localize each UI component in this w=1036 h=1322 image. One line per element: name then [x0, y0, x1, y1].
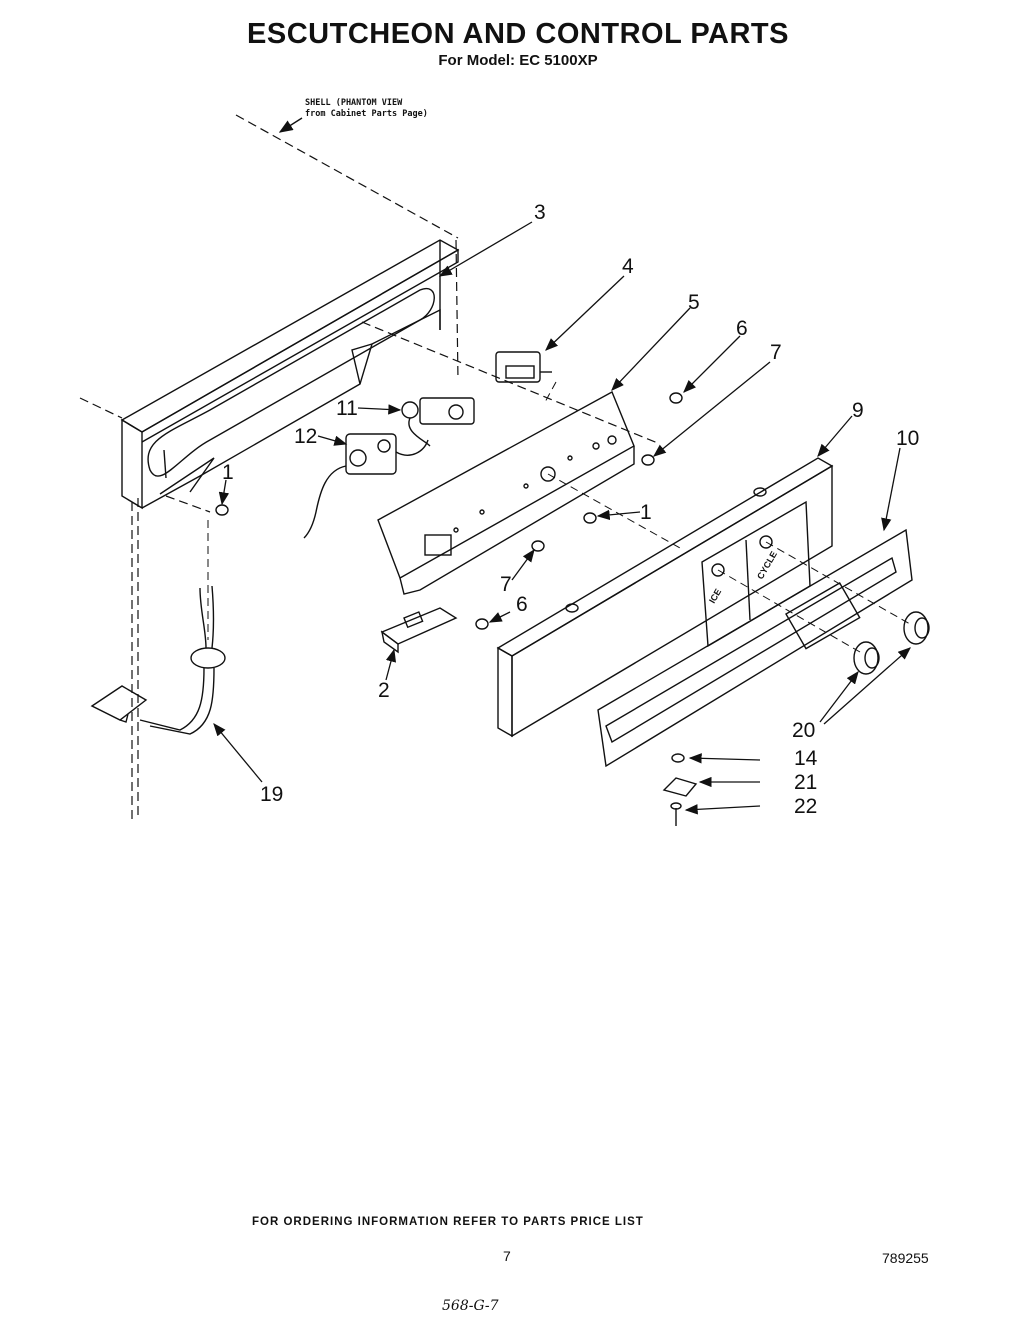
callout-5: 5	[688, 291, 700, 314]
document-number: 789255	[882, 1250, 929, 1266]
callout-12: 12	[294, 425, 318, 448]
water-valve-part-11	[401, 397, 475, 447]
shell-note-line-1: SHELL (PHANTOM VIEW	[305, 98, 403, 108]
thermostat-part-12	[303, 433, 429, 539]
wire-harness-part-19	[90, 585, 226, 735]
mounting-bracket-part-3	[120, 239, 460, 510]
switch-part-4	[495, 351, 552, 383]
shell-phantom-note: SHELL (PHANTOM VIEW from Cabinet Parts P…	[305, 98, 428, 120]
door-switch-part-2	[380, 607, 458, 654]
handwritten-code: 568-G-7	[442, 1298, 499, 1314]
callout-20: 20	[792, 719, 816, 742]
callout-6-lower: 6	[516, 593, 528, 616]
page-number: 7	[503, 1248, 511, 1264]
cycle-label: CYCLE	[755, 550, 779, 581]
callout-1-left: 1	[222, 461, 234, 484]
control-knobs-part-20	[853, 611, 930, 675]
screws	[215, 392, 683, 630]
callout-9: 9	[852, 399, 864, 422]
callout-10: 10	[896, 427, 920, 450]
callout-14: 14	[794, 747, 818, 770]
callout-1-right: 1	[640, 501, 652, 524]
hardware-parts-14-21-22	[662, 753, 698, 826]
callout-3: 3	[534, 201, 546, 224]
shell-phantom-lines	[79, 114, 661, 822]
ice-label: ICE	[707, 587, 723, 605]
callout-11: 11	[336, 397, 358, 420]
alignment-lines	[207, 381, 911, 653]
page-title: ESCUTCHEON AND CONTROL PARTS	[247, 18, 789, 50]
ordering-info: FOR ORDERING INFORMATION REFER TO PARTS …	[252, 1216, 644, 1228]
shell-note-line-2: from Cabinet Parts Page)	[305, 109, 428, 119]
callout-21: 21	[794, 771, 818, 794]
callout-6-upper: 6	[736, 317, 748, 340]
callout-22: 22	[794, 795, 818, 818]
leader-lines	[213, 221, 911, 815]
control-bracket-part-5	[377, 391, 635, 595]
callout-7-upper: 7	[770, 341, 782, 364]
model-subtitle: For Model: EC 5100XP	[438, 52, 598, 69]
overlay-part-10	[597, 528, 913, 768]
callout-2: 2	[378, 679, 390, 702]
callout-7-lower: 7	[500, 573, 512, 596]
escutcheon-part-9	[496, 457, 834, 738]
callout-19: 19	[260, 783, 284, 806]
shell-arrow	[278, 117, 303, 133]
callout-4: 4	[622, 255, 634, 278]
